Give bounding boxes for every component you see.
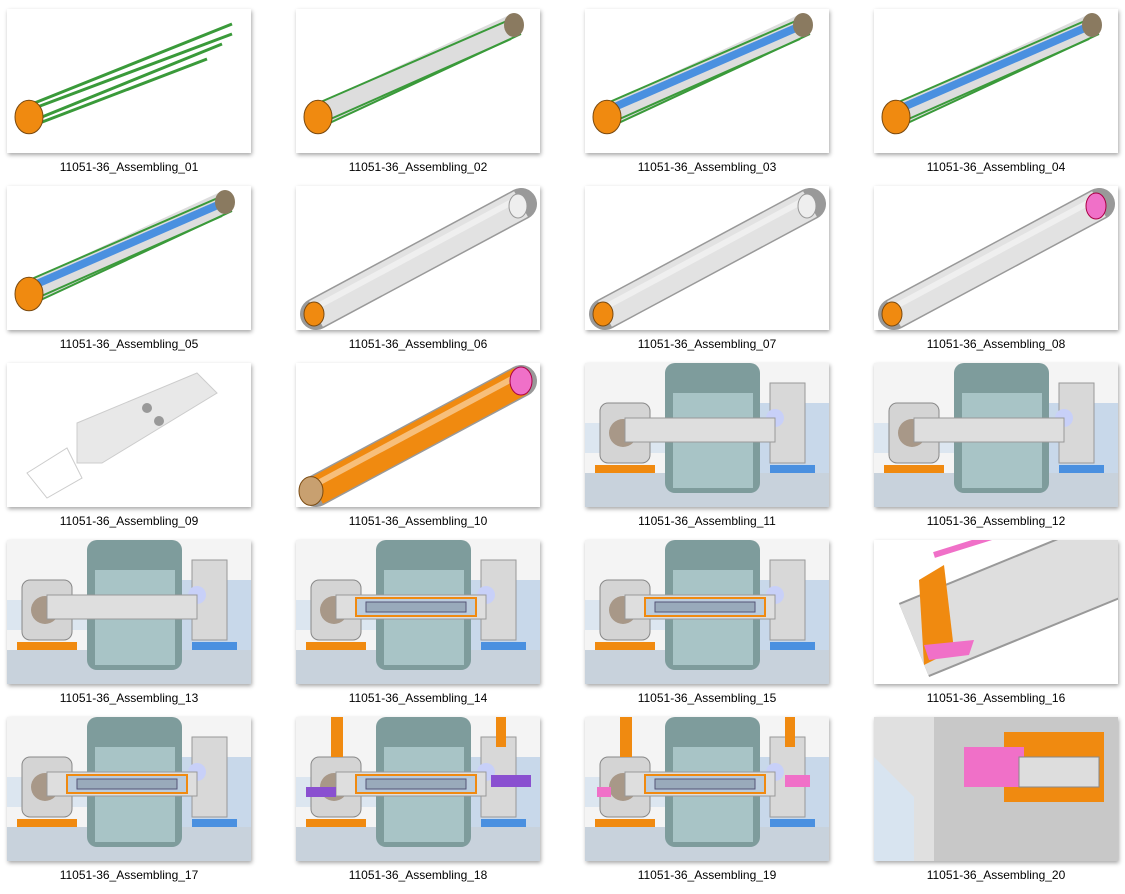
thumbnail-preview-image (7, 717, 251, 861)
file-name-label[interactable]: 11051-36_Assembling_11 (638, 514, 776, 528)
file-item[interactable]: 11051-36_Assembling_20 (874, 717, 1118, 894)
image-thumbnail[interactable] (7, 186, 251, 330)
thumbnail-preview-image (298, 365, 537, 507)
file-item[interactable]: 11051-36_Assembling_04 (874, 9, 1118, 186)
file-name-label[interactable]: 11051-36_Assembling_09 (59, 514, 199, 528)
file-thumbnail-grid: 11051-36_Assembling_01 11051-36_Assemblin… (7, 9, 1118, 894)
thumbnail-preview-image (592, 13, 813, 135)
file-item[interactable]: 11051-36_Assembling_07 (585, 186, 829, 363)
thumbnail-preview-image (296, 717, 540, 861)
thumbnail-preview-image (874, 363, 1118, 507)
file-name-label[interactable]: 11051-36_Assembling_05 (59, 337, 199, 351)
image-thumbnail[interactable] (296, 363, 540, 507)
file-item[interactable]: 11051-36_Assembling_11 (585, 363, 829, 540)
thumbnail-preview-image (7, 540, 251, 684)
thumbnail-preview-image (589, 188, 826, 330)
file-name-label[interactable]: 11051-36_Assembling_12 (926, 514, 1066, 528)
thumbnail-preview-image (26, 372, 218, 499)
file-item[interactable]: 11051-36_Assembling_14 (296, 540, 540, 717)
image-thumbnail[interactable] (585, 9, 829, 153)
thumbnail-preview-image (881, 13, 1102, 135)
thumbnail-preview-image (898, 540, 1118, 678)
file-name-label[interactable]: 11051-36_Assembling_04 (926, 160, 1066, 174)
image-thumbnail[interactable] (7, 9, 251, 153)
file-name-label[interactable]: 11051-36_Assembling_15 (637, 691, 777, 705)
file-item[interactable]: 11051-36_Assembling_18 (296, 717, 540, 894)
image-thumbnail[interactable] (874, 186, 1118, 330)
file-item[interactable]: 11051-36_Assembling_09 (7, 363, 251, 540)
image-thumbnail[interactable] (296, 186, 540, 330)
file-name-label[interactable]: 11051-36_Assembling_16 (926, 691, 1066, 705)
image-thumbnail[interactable] (7, 363, 251, 507)
thumbnail-preview-image (296, 540, 540, 684)
image-thumbnail[interactable] (296, 717, 540, 861)
file-item[interactable]: 11051-36_Assembling_10 (296, 363, 540, 540)
file-item[interactable]: 11051-36_Assembling_13 (7, 540, 251, 717)
image-thumbnail[interactable] (585, 540, 829, 684)
file-name-label[interactable]: 11051-36_Assembling_18 (348, 868, 488, 882)
image-thumbnail[interactable] (874, 717, 1118, 861)
file-name-label[interactable]: 11051-36_Assembling_13 (59, 691, 199, 705)
file-item[interactable]: 11051-36_Assembling_05 (7, 186, 251, 363)
file-name-label[interactable]: 11051-36_Assembling_17 (59, 868, 199, 882)
image-thumbnail[interactable] (874, 540, 1118, 684)
file-name-label[interactable]: 11051-36_Assembling_08 (926, 337, 1066, 351)
file-item[interactable]: 11051-36_Assembling_15 (585, 540, 829, 717)
image-thumbnail[interactable] (296, 540, 540, 684)
file-name-label[interactable]: 11051-36_Assembling_01 (59, 160, 199, 174)
thumbnail-preview-image (585, 363, 829, 507)
image-thumbnail[interactable] (874, 9, 1118, 153)
thumbnail-preview-image (585, 717, 829, 861)
file-item[interactable]: 11051-36_Assembling_02 (296, 9, 540, 186)
thumbnail-preview-image (878, 188, 1115, 330)
file-name-label[interactable]: 11051-36_Assembling_03 (637, 160, 777, 174)
file-name-label[interactable]: 11051-36_Assembling_19 (637, 868, 777, 882)
file-name-label[interactable]: 11051-36_Assembling_06 (348, 337, 488, 351)
file-item[interactable]: 11051-36_Assembling_01 (7, 9, 251, 186)
file-item[interactable]: 11051-36_Assembling_06 (296, 186, 540, 363)
thumbnail-preview-image (14, 190, 235, 312)
thumbnail-preview-image (303, 13, 524, 135)
file-name-label[interactable]: 11051-36_Assembling_10 (348, 514, 488, 528)
file-item[interactable]: 11051-36_Assembling_03 (585, 9, 829, 186)
thumbnail-preview-image (585, 540, 829, 684)
file-name-label[interactable]: 11051-36_Assembling_07 (637, 337, 777, 351)
file-name-label[interactable]: 11051-36_Assembling_20 (926, 868, 1066, 882)
thumbnail-preview-image (300, 188, 537, 330)
file-name-label[interactable]: 11051-36_Assembling_14 (348, 691, 488, 705)
thumbnail-preview-image (874, 717, 1118, 861)
image-thumbnail[interactable] (7, 540, 251, 684)
thumbnail-preview-image (14, 22, 233, 135)
file-item[interactable]: 11051-36_Assembling_08 (874, 186, 1118, 363)
file-name-label[interactable]: 11051-36_Assembling_02 (348, 160, 488, 174)
image-thumbnail[interactable] (585, 186, 829, 330)
image-thumbnail[interactable] (296, 9, 540, 153)
file-item[interactable]: 11051-36_Assembling_19 (585, 717, 829, 894)
file-item[interactable]: 11051-36_Assembling_17 (7, 717, 251, 894)
image-thumbnail[interactable] (7, 717, 251, 861)
image-thumbnail[interactable] (585, 717, 829, 861)
image-thumbnail[interactable] (585, 363, 829, 507)
file-item[interactable]: 11051-36_Assembling_12 (874, 363, 1118, 540)
file-item[interactable]: 11051-36_Assembling_16 (874, 540, 1118, 717)
image-thumbnail[interactable] (874, 363, 1118, 507)
